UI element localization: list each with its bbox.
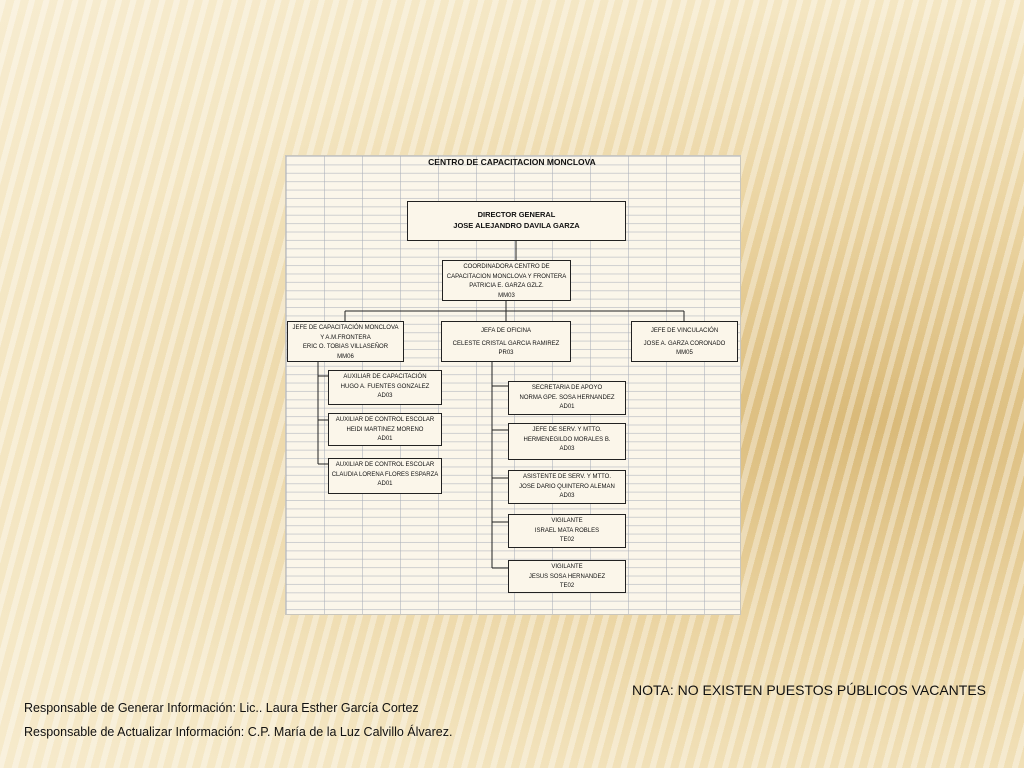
asistente-serv-title: ASISTENTE DE SERV. Y MTTO. (522, 474, 612, 480)
aux-capacitacion-code: AD03 (377, 393, 393, 399)
secretaria-name: NORMA GPE. SOSA HERNANDEZ (519, 394, 615, 401)
aux-control-1-code: AD01 (377, 436, 393, 442)
vigilante-2-box: VIGILANTE JESUS SOSA HERNANDEZ TE02 (508, 560, 626, 593)
asistente-serv-mtto-box: ASISTENTE DE SERV. Y MTTO. JOSE DARIO QU… (508, 470, 626, 504)
aux-control-1-name: HEIDI MARTINEZ MORENO (346, 426, 424, 433)
jefa-oficina-name: CELESTE CRISTAL GARCIA RAMIREZ (452, 340, 560, 347)
jefe-serv-mtto-box: JEFE DE SERV. Y MTTO. HERMENEGILDO MORAL… (508, 423, 626, 460)
jefe-capacitacion-box: JEFE DE CAPACITACIÓN MONCLOVA Y A.M.FRON… (287, 321, 404, 362)
vigilante-2-code: TE02 (559, 583, 575, 589)
aux-control-escolar-2-box: AUXILIAR DE CONTROL ESCOLAR CLAUDIA LORE… (328, 458, 442, 494)
vigilante-1-name: ISRAEL MATA ROBLES (534, 527, 600, 534)
jefe-capacitacion-code: MM06 (337, 353, 354, 360)
aux-capacitacion-name: HUGO A. FUENTES GONZALEZ (340, 383, 430, 390)
jefe-serv-code: AD03 (559, 446, 575, 452)
aux-capacitacion-box: AUXILIAR DE CAPACITACIÓN HUGO A. FUENTES… (328, 370, 442, 405)
jefe-vinculacion-box: JEFE DE VINCULACIÓN JOSE A. GARZA CORONA… (631, 321, 738, 362)
vigilante-1-title: VIGILANTE (551, 518, 583, 524)
jefe-capacitacion-title-2: Y A.M.FRONTERA (320, 334, 371, 341)
aux-control-1-title: AUXILIAR DE CONTROL ESCOLAR (335, 417, 435, 423)
jefe-capacitacion-name: ERIC O. TOBIAS VILLASEÑOR (302, 344, 389, 350)
aux-control-2-code: AD01 (377, 481, 393, 487)
vigilante-2-title: VIGILANTE (551, 564, 583, 570)
jefe-vinculacion-name: JOSE A. GARZA CORONADO (643, 340, 726, 347)
coordinadora-box: COORDINADORA CENTRO DE CAPACITACION MONC… (442, 260, 571, 301)
aux-control-2-title: AUXILIAR DE CONTROL ESCOLAR (335, 462, 435, 468)
chart-title: CENTRO DE CAPACITACION MONCLOVA (428, 157, 596, 167)
director-name: JOSE ALEJANDRO DAVILA GARZA (453, 221, 580, 230)
jefe-capacitacion-title-1: JEFE DE CAPACITACIÓN MONCLOVA (292, 325, 399, 331)
jefe-vinculacion-title: JEFE DE VINCULACIÓN (650, 328, 719, 334)
coordinadora-title-2: CAPACITACION MONCLOVA Y FRONTERA (446, 273, 567, 280)
nota-vacantes: NOTA: NO EXISTEN PUESTOS PÚBLICOS VACANT… (632, 682, 986, 698)
vigilante-2-name: JESUS SOSA HERNANDEZ (528, 573, 606, 580)
jefa-oficina-title: JEFA DE OFICINA (480, 328, 531, 334)
jefa-oficina-box: JEFA DE OFICINA CELESTE CRISTAL GARCIA R… (441, 321, 571, 362)
jefe-vinculacion-code: MM05 (676, 350, 693, 356)
jefa-oficina-code: PR03 (498, 350, 514, 356)
asistente-serv-code: AD03 (559, 493, 575, 499)
aux-control-2-name: CLAUDIA LORENA FLORES ESPARZA (331, 471, 439, 478)
aux-control-escolar-1-box: AUXILIAR DE CONTROL ESCOLAR HEIDI MARTIN… (328, 413, 442, 446)
coordinadora-title-1: COORDINADORA CENTRO DE (463, 264, 550, 270)
aux-capacitacion-title: AUXILIAR DE CAPACITACIÓN (343, 374, 427, 380)
asistente-serv-name: JOSE DARIO QUINTERO ALEMAN (519, 483, 615, 490)
jefe-serv-title: JEFE DE SERV. Y MTTO. (532, 427, 602, 433)
coordinadora-code: MM03 (498, 292, 515, 299)
secretaria-title: SECRETARIA DE APOYO (531, 385, 603, 391)
director-box: DIRECTOR GENERAL JOSE ALEJANDRO DAVILA G… (407, 201, 626, 241)
coordinadora-name: PATRICIA E. GARZA GZLZ. (469, 283, 544, 289)
director-title: DIRECTOR GENERAL (477, 210, 556, 219)
secretaria-box: SECRETARIA DE APOYO NORMA GPE. SOSA HERN… (508, 381, 626, 415)
vigilante-1-code: TE02 (559, 537, 575, 543)
responsable-actualizar: Responsable de Actualizar Información: C… (24, 725, 453, 739)
vigilante-1-box: VIGILANTE ISRAEL MATA ROBLES TE02 (508, 514, 626, 548)
responsable-generar: Responsable de Generar Información: Lic.… (24, 701, 419, 715)
jefe-serv-name: HERMENEGILDO MORALES B. (523, 436, 611, 443)
secretaria-code: AD01 (559, 404, 575, 410)
